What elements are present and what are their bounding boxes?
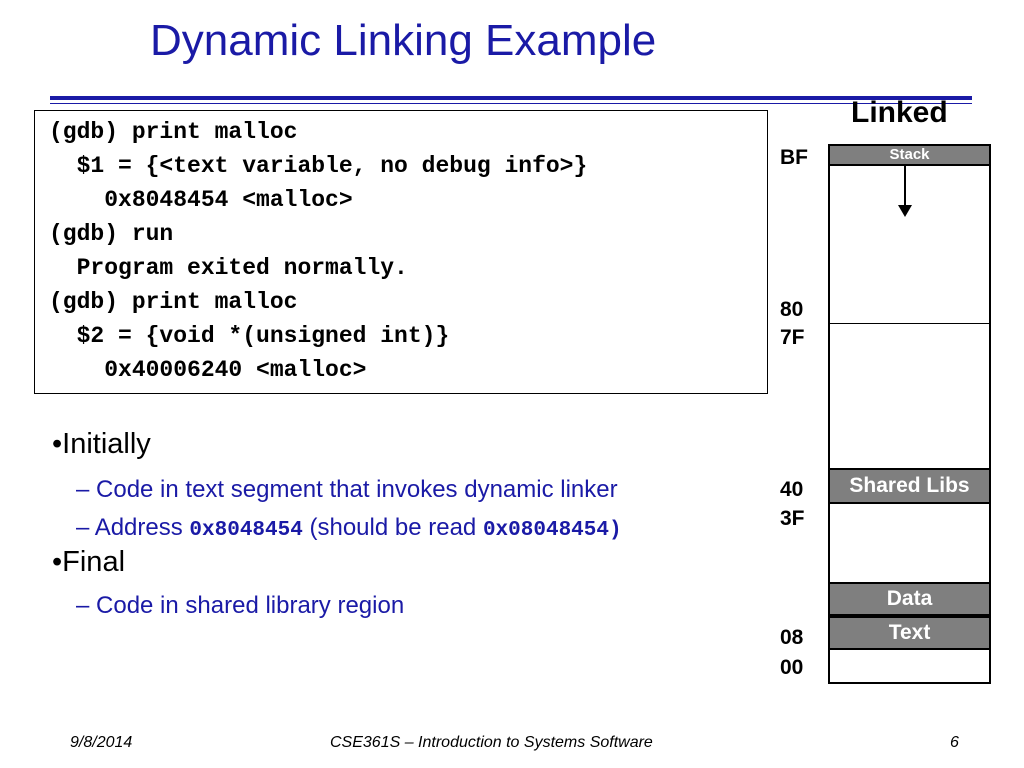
stack-growth-arrow-head [898,205,912,217]
address-mid: (should be read [302,514,483,541]
code-line: (gdb) print malloc [49,119,298,145]
code-line: $1 = {<text variable, no debug info>} [49,153,588,179]
code-line: 0x40006240 <malloc> [49,357,367,383]
code-line: (gdb) print malloc [49,289,298,315]
address-label-40: 40 [780,478,804,501]
memory-divider [828,323,991,324]
sub-bullet-text-segment: – Code in text segment that invokes dyna… [76,476,618,503]
memory-map-title: Linked [851,96,948,129]
address-label-bf: BF [780,146,808,169]
footer-date: 9/8/2014 [70,734,133,751]
sub-bullet-address: – Address 0x8048454 (should be read 0x08… [76,514,622,542]
code-line: Program exited normally. [49,255,408,281]
bullet-final: •Final [52,546,126,578]
address-prefix: – Address [76,514,190,541]
address-value-padded: 0x08048454) [482,519,622,542]
title-rule-thick [50,96,972,100]
sub-bullet-shared-library: – Code in shared library region [76,592,405,619]
code-line: 0x8048454 <malloc> [49,187,353,213]
gdb-code-box: (gdb) print malloc $1 = {<text variable,… [34,110,768,394]
code-line: $2 = {void *(unsigned int)} [49,323,450,349]
address-label-7f: 7F [780,326,805,349]
footer-page-number: 6 [950,734,959,751]
bullet-initially: •Initially [52,428,151,460]
title-rule-thin [50,103,972,104]
segment-data: Data [828,582,991,616]
address-label-3f: 3F [780,507,805,530]
address-value: 0x8048454 [189,519,303,542]
stack-growth-arrow [904,165,906,207]
code-line: (gdb) run [49,221,174,247]
segment-text: Text [828,616,991,650]
segment-stack: Stack [828,144,991,166]
footer-course: CSE361S – Introduction to Systems Softwa… [330,734,653,751]
address-label-08: 08 [780,626,804,649]
slide-title: Dynamic Linking Example [150,16,657,65]
address-label-00: 00 [780,656,804,679]
address-label-80: 80 [780,298,804,321]
segment-shared-libs: Shared Libs [828,468,991,504]
